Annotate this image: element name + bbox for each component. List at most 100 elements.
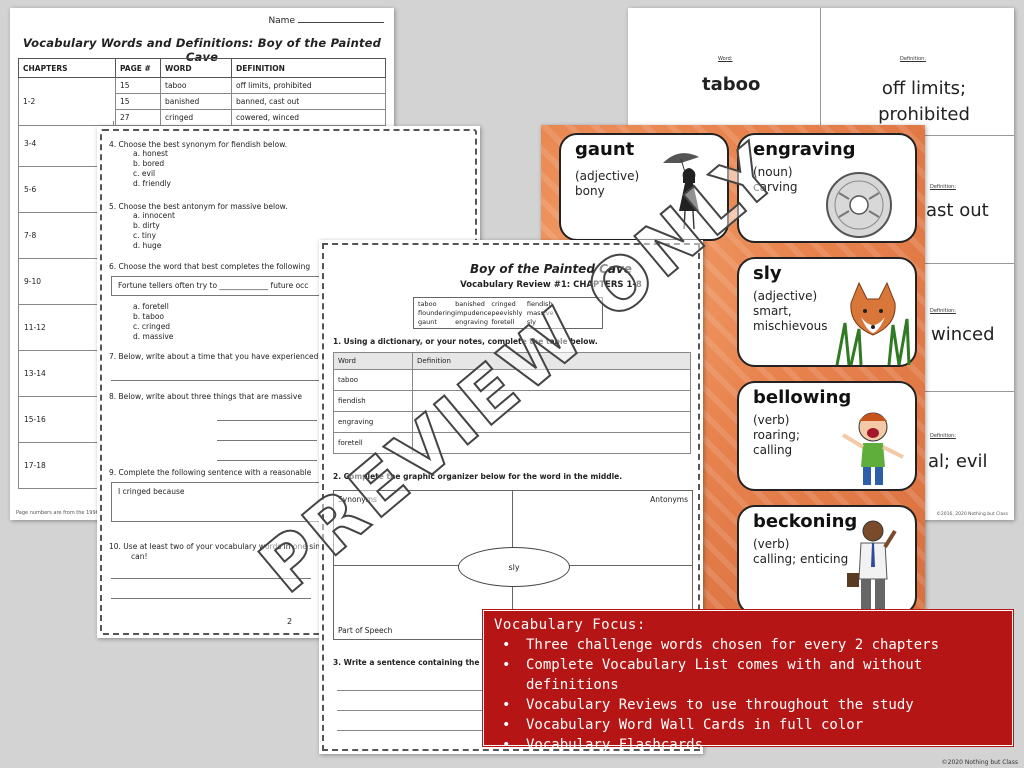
word-cell: foretell	[333, 432, 413, 454]
graphic-organizer: Synonyms Antonyms Part of Speech sly	[333, 490, 693, 640]
word-cell: banished	[160, 93, 232, 110]
answer-option: b. dirty	[133, 221, 160, 230]
table-row: 15 banished banned, cast out	[19, 93, 386, 110]
definition-cell: cowered, winced	[231, 109, 386, 126]
definition-cell	[412, 432, 691, 454]
instruction-3: 3. Write a sentence containing the word	[333, 658, 504, 667]
focus-heading: Vocabulary Focus:	[494, 617, 646, 633]
answer-option: d. huge	[133, 241, 162, 250]
question-10-continued: can!	[131, 552, 148, 561]
word-bank-item: foretell	[491, 318, 515, 326]
answer-option: c. tiny	[133, 231, 157, 240]
card-word: engraving	[753, 139, 856, 160]
answer-option: c. cringed	[133, 322, 171, 331]
answer-option: b. taboo	[133, 312, 165, 321]
word-bank-item: taboo	[418, 300, 437, 308]
question-6: 6. Choose the word that best completes t…	[109, 262, 311, 271]
table-row: 1-2 15 taboo off limits, prohibited	[18, 77, 386, 126]
question-7: 7. Below, write about a time that you ha…	[109, 352, 319, 361]
question-6-options: a. foretell b. taboo c. cringed d. massi…	[109, 302, 173, 342]
review-title: Boy of the Painted Cave	[470, 262, 632, 276]
shouting-boy-illustration	[841, 412, 904, 485]
antonyms-label: Antonyms	[650, 495, 688, 504]
focus-list: Three challenge words chosen for every 2…	[494, 635, 1002, 755]
center-word-oval: sly	[458, 547, 570, 587]
page-cell: 15	[115, 93, 161, 110]
card-definition: carving	[753, 180, 798, 194]
question-9: 9. Complete the following sentence with …	[109, 468, 312, 477]
word-cell: cringed	[160, 109, 232, 126]
card-part-of-speech: (adjective)	[575, 169, 640, 183]
copyright-text: ©2016, 2020 Nothing but Class	[936, 512, 1008, 517]
question-text: 4. Choose the best synonym for fiendish …	[109, 140, 288, 149]
answer-option: a. honest	[133, 149, 168, 158]
answer-line	[111, 380, 461, 381]
column-header: Word	[333, 352, 413, 370]
definition-label: Definition:	[930, 184, 956, 190]
page-footnote: Page numbers are from the 1996 PaperStar	[16, 510, 125, 516]
word-card-engraving: engraving (noun) carving	[737, 133, 917, 243]
word-cell: fiendish	[333, 390, 413, 412]
column-header: DEFINITION	[231, 58, 386, 78]
word-bank-item: impudence	[455, 309, 492, 317]
word-bank: taboo banished cringed fiendish flounder…	[413, 297, 603, 329]
card-definition: calling; enticing	[753, 552, 849, 566]
focus-item: Vocabulary Word Wall Cards in full color	[494, 715, 1002, 735]
synonyms-label: Synonyms	[338, 495, 377, 504]
answer-line	[217, 460, 317, 461]
word-bank-item: engraving	[455, 318, 488, 326]
chapter-cell: 1-2	[18, 77, 116, 126]
table-header: CHAPTERS PAGE # WORD DEFINITION	[18, 58, 386, 78]
word-card-bellowing: bellowing (verb) roaring; calling	[737, 381, 917, 491]
woman-with-umbrella-illustration	[663, 153, 699, 230]
focus-item: Vocabulary Flashcards	[494, 735, 1002, 755]
table-row: taboo	[333, 369, 691, 391]
word-cell: taboo	[333, 369, 413, 391]
answer-line	[111, 598, 311, 599]
word-bank-item: peevishly	[491, 309, 523, 317]
card-word: sly	[753, 263, 782, 284]
word-text: taboo	[702, 74, 761, 95]
word-bank-item: floundering	[418, 309, 456, 317]
definition-cell: banned, cast out	[231, 93, 386, 110]
question-10: 10. Use at least two of your vocabulary …	[109, 542, 320, 551]
page-cell: 15	[115, 77, 161, 94]
definition-text: ast out	[926, 200, 989, 221]
review-subtitle: Vocabulary Review #1: CHAPTERS 1-8	[460, 280, 642, 290]
answer-option: d. friendly	[133, 179, 171, 188]
question-5: 5. Choose the best antonym for massive b…	[109, 202, 287, 251]
card-definition: bony	[575, 184, 605, 198]
answer-option: a. innocent	[133, 211, 175, 220]
answer-option: a. foretell	[133, 302, 169, 311]
word-bank-item: banished	[455, 300, 485, 308]
vocabulary-focus-box: Vocabulary Focus: Three challenge words …	[483, 610, 1013, 755]
instruction-1: 1. Using a dictionary, or your notes, co…	[333, 337, 598, 346]
answer-line	[217, 440, 317, 441]
focus-item: Three challenge words chosen for every 2…	[494, 635, 1002, 655]
word-bank-item: gaunt	[418, 318, 437, 326]
question-4: 4. Choose the best synonym for fiendish …	[109, 140, 287, 189]
word-bank-item: massive	[526, 309, 554, 317]
word-bank-item: cringed	[491, 300, 516, 308]
table-header: Word Definition	[333, 352, 691, 370]
word-card-gaunt: gaunt (adjective) bony	[559, 133, 729, 241]
card-part-of-speech: (verb)	[753, 537, 790, 551]
question-text: 5. Choose the best antonym for massive b…	[109, 202, 288, 211]
answer-line	[217, 420, 317, 421]
answer-option: d. massive	[133, 332, 174, 341]
word-cell: taboo	[160, 77, 232, 94]
definition-label: Definition:	[900, 56, 926, 62]
focus-item: Complete Vocabulary List comes with and …	[494, 655, 1002, 695]
word-label: Word:	[718, 56, 733, 62]
card-part-of-speech: (adjective)	[753, 289, 818, 303]
vocabulary-table: CHAPTERS PAGE # WORD DEFINITION 1-2 15 t…	[18, 58, 386, 126]
column-header: WORD	[160, 58, 232, 78]
card-word: gaunt	[575, 139, 635, 160]
card-definition: smart, mischievous	[753, 304, 828, 333]
question-8: 8. Below, write about three things that …	[109, 392, 302, 401]
definition-table: Word Definition taboo fiendish engraving…	[333, 352, 691, 454]
card-definition: roaring; calling	[753, 428, 800, 457]
man-beckoning-illustration	[847, 520, 897, 609]
word-card-beckoning: beckoning (verb) calling; enticing	[737, 505, 917, 611]
coin-icon	[826, 172, 892, 238]
